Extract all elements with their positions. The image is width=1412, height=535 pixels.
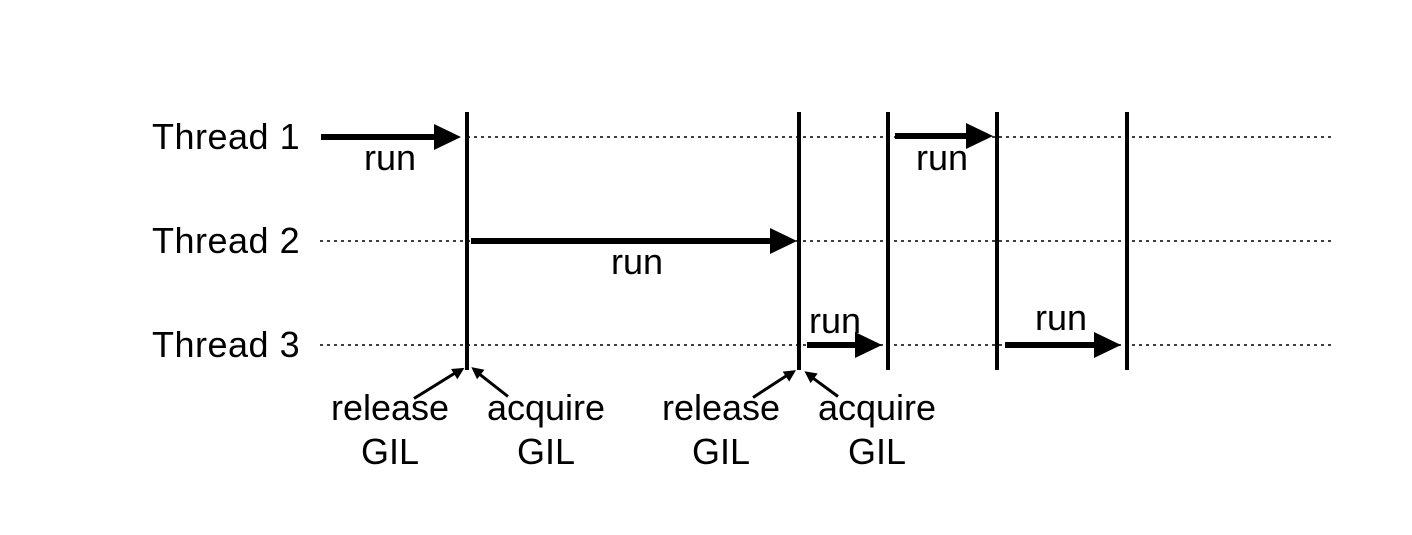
- run-arrow-shaft: [807, 342, 860, 348]
- run-arrowhead-icon: [1094, 332, 1121, 358]
- run-label: run: [915, 137, 969, 178]
- gil-event-action: release: [330, 387, 450, 428]
- gil-event-action: release: [661, 387, 781, 428]
- run-arrowhead-icon: [966, 123, 993, 149]
- run-arrow-shaft: [1005, 342, 1099, 348]
- gil-event-object: GIL: [516, 431, 576, 472]
- run-arrow-shaft: [895, 133, 971, 139]
- gil-boundary-line: [995, 112, 999, 370]
- gil-event-action: acquire: [486, 387, 606, 428]
- gil-boundary-line: [886, 112, 890, 370]
- gil-event-object: GIL: [360, 431, 420, 472]
- thread-timeline: [320, 240, 1333, 242]
- thread-label: Thread 2: [152, 220, 301, 261]
- run-arrowhead-icon: [855, 332, 882, 358]
- gil-boundary-line: [1125, 112, 1129, 370]
- thread-label: Thread 3: [152, 324, 301, 365]
- run-arrowhead-icon: [770, 228, 797, 254]
- run-label: run: [1034, 297, 1088, 338]
- run-arrowhead-icon: [434, 124, 461, 150]
- gil-boundary-line: [797, 112, 801, 370]
- thread-label: Thread 1: [152, 116, 301, 157]
- run-label: run: [363, 137, 417, 178]
- gil-boundary-line: [465, 112, 469, 370]
- run-arrow-shaft: [321, 134, 439, 140]
- gil-event-object: GIL: [847, 431, 907, 472]
- gil-event-action: acquire: [817, 387, 937, 428]
- run-label: run: [808, 300, 862, 341]
- gil-event-object: GIL: [691, 431, 751, 472]
- run-arrow-shaft: [471, 238, 775, 244]
- run-label: run: [610, 241, 664, 282]
